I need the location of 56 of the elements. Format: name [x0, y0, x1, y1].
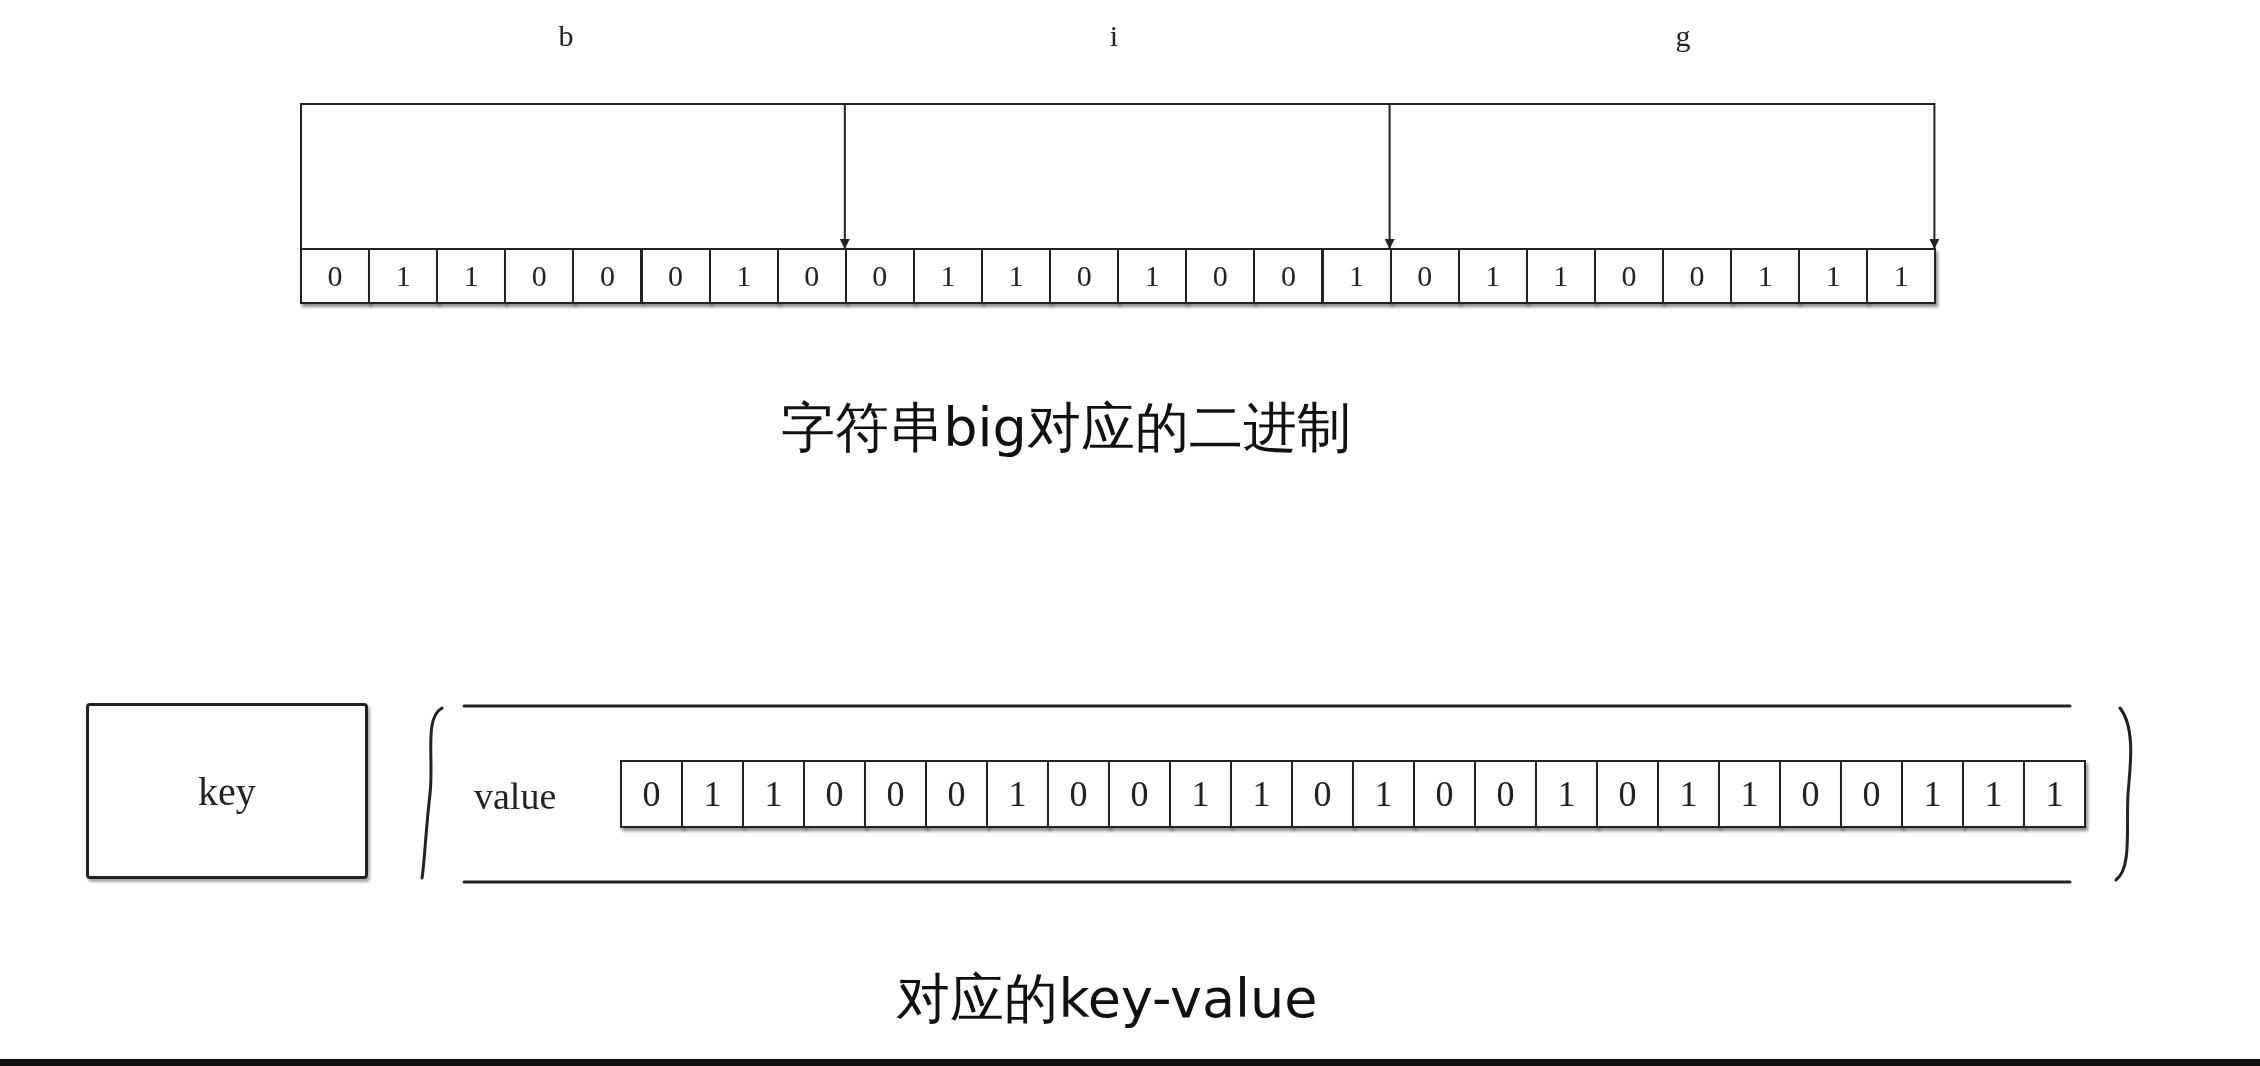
- bit-cell: 1: [1352, 760, 1415, 828]
- bit-cell: 0: [1662, 248, 1733, 304]
- bit-cell: 0: [1779, 760, 1842, 828]
- letter-label: b: [558, 19, 574, 53]
- value-label: value: [474, 774, 557, 818]
- bit-cell: 0: [1413, 760, 1476, 828]
- bit-cell: 0: [1253, 248, 1324, 304]
- bit-cell: 1: [681, 760, 744, 828]
- bit-cell: 1: [1718, 760, 1781, 828]
- bit-cell: 1: [368, 248, 439, 304]
- bit-cell: 1: [912, 248, 983, 304]
- bit-cell: 1: [1798, 248, 1869, 304]
- bit-cell: 1: [1657, 760, 1720, 828]
- bit-cell: 1: [1730, 248, 1801, 304]
- key-box: key: [86, 703, 368, 879]
- bit-cell: 0: [803, 760, 866, 828]
- bit-cell: 0: [1593, 248, 1664, 304]
- bit-cell: 0: [640, 248, 711, 304]
- bit-cell: 1: [981, 248, 1052, 304]
- bit-cell: 1: [1525, 248, 1596, 304]
- bit-cell: 0: [1840, 760, 1903, 828]
- caption: 对应的key-value: [896, 965, 1318, 1032]
- bit-cell: 1: [1457, 248, 1528, 304]
- bit-cell: 0: [620, 760, 683, 828]
- letter-label: i: [1109, 19, 1119, 53]
- bit-cell: 0: [844, 248, 915, 304]
- bit-cell: 1: [1169, 760, 1232, 828]
- bit-cell: 1: [1230, 760, 1293, 828]
- bit-cell: 0: [572, 248, 643, 304]
- bit-cell: 0: [864, 760, 927, 828]
- bit-cell: 0: [504, 248, 575, 304]
- bit-cell: 1: [1962, 760, 2025, 828]
- bit-cell: 1: [986, 760, 1049, 828]
- bit-cell: 0: [1185, 248, 1256, 304]
- bit-cell: 0: [1108, 760, 1171, 828]
- bit-cell: 0: [1049, 248, 1120, 304]
- bit-cell: 1: [742, 760, 805, 828]
- bit-cell: 1: [1321, 248, 1392, 304]
- bit-cell: 0: [776, 248, 847, 304]
- caption: 字符串big对应的二进制: [781, 394, 1351, 461]
- bit-cell: 0: [1474, 760, 1537, 828]
- bit-cell: 1: [708, 248, 779, 304]
- bit-cell: 0: [1047, 760, 1110, 828]
- bit-cell: 1: [436, 248, 507, 304]
- bit-cell: 1: [1117, 248, 1188, 304]
- bit-cell: 0: [1291, 760, 1354, 828]
- bit-cell: 1: [1901, 760, 1964, 828]
- bit-cell: 1: [1866, 248, 1937, 304]
- bit-cell: 1: [2023, 760, 2086, 828]
- letter-label: g: [1675, 19, 1691, 53]
- bit-cell: 0: [925, 760, 988, 828]
- bit-cell: 1: [1535, 760, 1598, 828]
- bit-cell: 0: [300, 248, 371, 304]
- bit-cell: 0: [1389, 248, 1460, 304]
- arrow: [300, 103, 1940, 249]
- bit-cell: 0: [1596, 760, 1659, 828]
